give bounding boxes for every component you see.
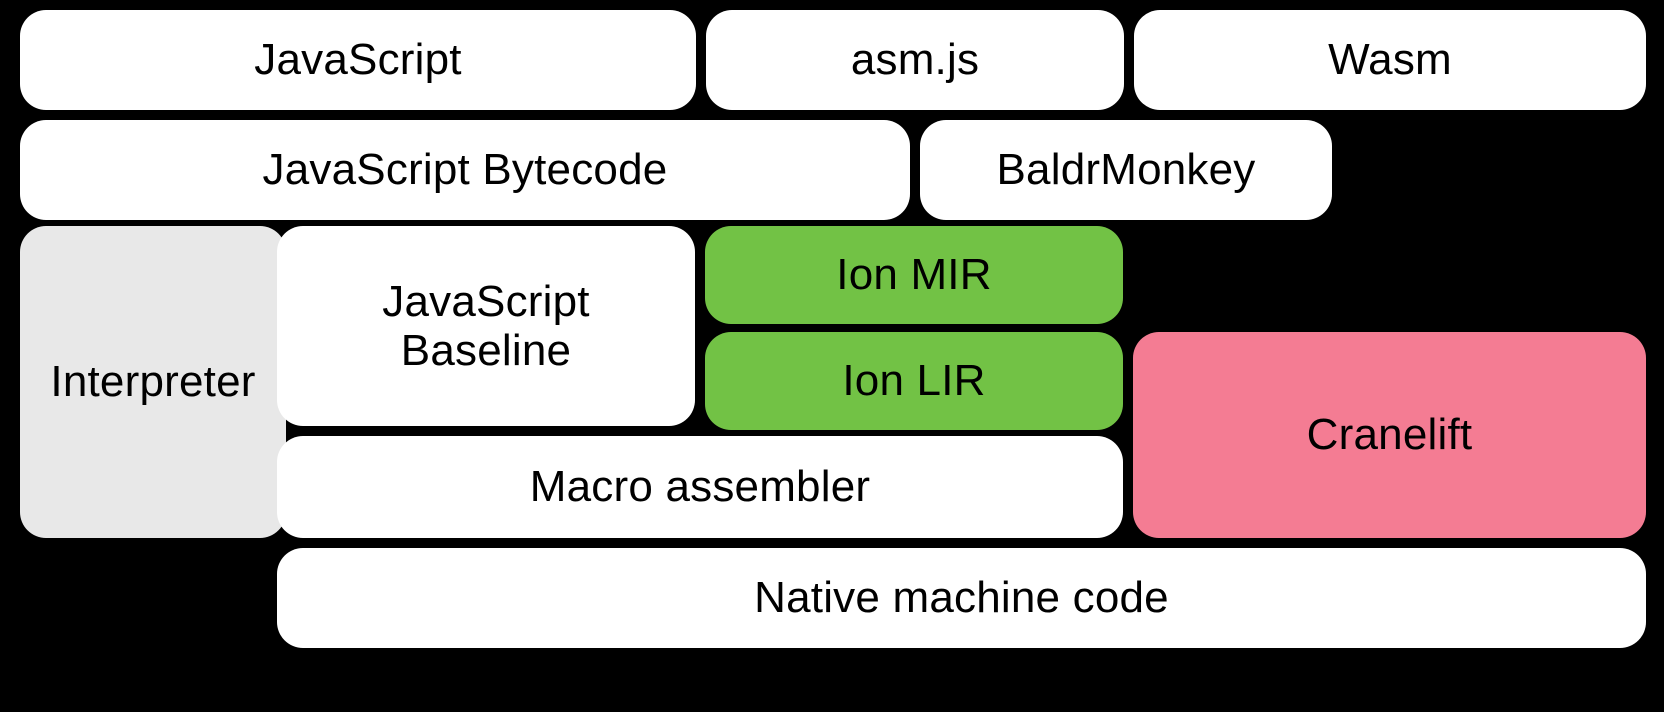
node-javascript-baseline[interactable]: JavaScript Baseline: [277, 226, 695, 426]
node-macro-assembler[interactable]: Macro assembler: [277, 436, 1123, 538]
node-wasm[interactable]: Wasm: [1134, 10, 1646, 110]
node-javascript-bytecode[interactable]: JavaScript Bytecode: [20, 120, 910, 220]
node-ion-mir[interactable]: Ion MIR: [705, 226, 1123, 324]
node-native-machine-code[interactable]: Native machine code: [277, 548, 1646, 648]
node-cranelift[interactable]: Cranelift: [1133, 332, 1646, 538]
node-baldrmonkey[interactable]: BaldrMonkey: [920, 120, 1332, 220]
node-asmjs[interactable]: asm.js: [706, 10, 1124, 110]
node-ion-lir[interactable]: Ion LIR: [705, 332, 1123, 430]
node-interpreter[interactable]: Interpreter: [20, 226, 286, 538]
node-javascript[interactable]: JavaScript: [20, 10, 696, 110]
